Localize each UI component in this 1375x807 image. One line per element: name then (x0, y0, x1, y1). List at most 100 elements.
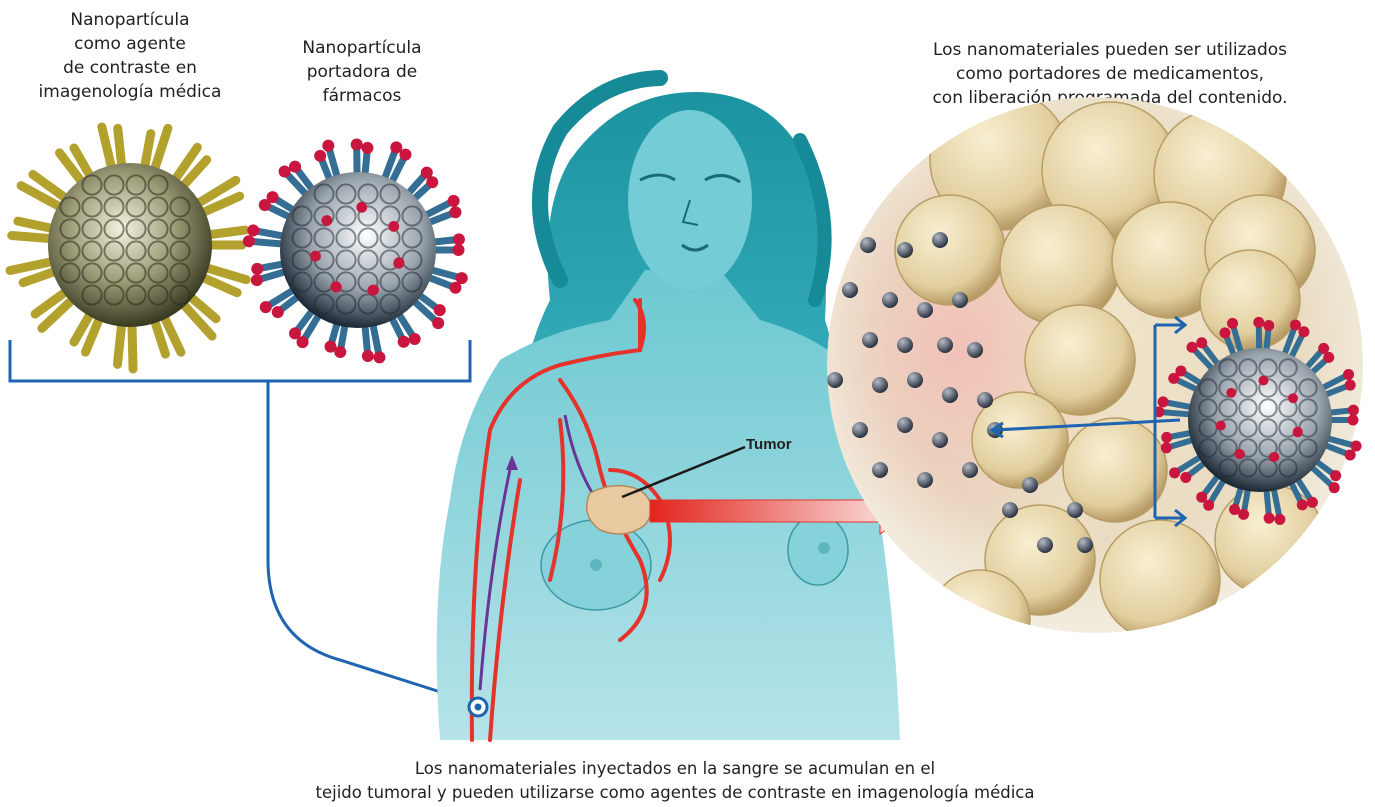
contrast-particle-dot (1002, 502, 1018, 518)
contrast-particle-dot (1077, 537, 1093, 553)
contrast-particle-dot (1067, 502, 1083, 518)
surface-tip (1226, 388, 1236, 398)
spike-tip (1180, 472, 1191, 483)
spike-tip (426, 176, 438, 188)
spike-tip (432, 317, 444, 329)
spike-tip (267, 191, 279, 203)
caption-line-2: tejido tumoral y pueden utilizarse como … (290, 781, 1060, 805)
contrast-particle-dot (897, 337, 913, 353)
spike-tip (453, 244, 465, 256)
surface-tip (1293, 427, 1303, 437)
contrast-particle-dot (862, 332, 878, 348)
contrast-particle-dot (872, 462, 888, 478)
surface-tip (1234, 449, 1244, 459)
contrast-particle-dot (852, 422, 868, 438)
illustration (0, 0, 1375, 755)
surface-tip (1269, 452, 1279, 462)
contrast-particle-dot (872, 377, 888, 393)
contrast-particle-dot (827, 372, 843, 388)
spike-tip (1345, 380, 1356, 391)
spike (102, 127, 112, 169)
spike-tip (1161, 442, 1172, 453)
spike-tip (260, 301, 272, 313)
tissue-cell (930, 570, 1030, 670)
contrast-particle-dot (932, 232, 948, 248)
woman-figure (437, 78, 900, 740)
bracket-connector (10, 340, 472, 702)
caption-line-1: Los nanomateriales inyectados en la sang… (290, 757, 1060, 781)
surface-tip (388, 221, 399, 232)
surface-tip (1288, 393, 1298, 403)
contrast-nanoparticle-icon (10, 127, 246, 369)
contrast-particle-dot (1037, 537, 1053, 553)
contrast-particle-dot (967, 342, 983, 358)
surface-tip (310, 251, 321, 262)
spike-tip (409, 333, 421, 345)
tissue-cell (1000, 205, 1120, 325)
spike-tip (324, 341, 336, 353)
spike (10, 261, 54, 270)
contrast-particle-dot (942, 387, 958, 403)
spike (118, 128, 122, 167)
contrast-particle-dot (962, 462, 978, 478)
surface-tip (330, 281, 341, 292)
spike-tip (322, 140, 334, 152)
contrast-particle-dot (897, 417, 913, 433)
spike-tip (398, 336, 410, 348)
contrast-particle-dot (917, 472, 933, 488)
caption: Los nanomateriales inyectados en la sang… (290, 757, 1060, 805)
tumor-label: Tumor (746, 436, 792, 453)
spike-tip (1161, 432, 1172, 443)
spike-tip (1158, 396, 1169, 407)
spike (117, 323, 121, 365)
contrast-particle-dot (842, 282, 858, 298)
surface-tip (393, 258, 404, 269)
spike-tip (1175, 366, 1186, 377)
spike (154, 128, 168, 170)
spike-tip (434, 304, 446, 316)
tissue-cell (1200, 250, 1300, 350)
drug-carrier-nanoparticle-icon (243, 139, 468, 364)
surface-tip (356, 202, 367, 213)
spike-tip (1169, 467, 1180, 478)
spike-tip (243, 235, 255, 247)
surface-tip (1216, 421, 1226, 431)
spike-tip (351, 139, 363, 151)
spike-tip (279, 165, 291, 177)
surface-tip (321, 215, 332, 226)
spike (23, 271, 56, 283)
contrast-particle-dot (1022, 477, 1038, 493)
injection-point-icon (469, 698, 487, 716)
spike (18, 221, 54, 229)
surface-tip (367, 285, 378, 296)
contrast-particle-dot (917, 302, 933, 318)
spike-tip (1229, 504, 1240, 515)
spike-tip (1196, 492, 1207, 503)
spike-tip (1298, 326, 1309, 337)
spike-tip (1196, 337, 1207, 348)
spike-tip (399, 149, 411, 161)
spike-tip (453, 233, 465, 245)
spike-tip (1345, 449, 1356, 460)
spike-tip (1323, 352, 1334, 363)
spike-tip (1297, 499, 1308, 510)
spike-tip (1348, 405, 1359, 416)
spike-tip (1253, 317, 1264, 328)
spike-tip (247, 224, 259, 236)
spike-tip (448, 195, 460, 207)
spike-tip (289, 327, 301, 339)
spike-tip (1264, 513, 1275, 524)
surface-tip (1259, 376, 1269, 386)
spike-tip (1343, 369, 1354, 380)
spike-tip (361, 142, 373, 154)
spike-tip (1348, 415, 1359, 426)
spike-tip (1263, 320, 1274, 331)
contrast-particle-dot (907, 372, 923, 388)
contrast-particle-dot (937, 337, 953, 353)
spike-tip (449, 206, 461, 218)
spike (207, 230, 245, 235)
spike-tip (251, 274, 263, 286)
spike (132, 323, 133, 369)
spike-tip (1330, 470, 1341, 481)
contrast-particle-dot (952, 292, 968, 308)
